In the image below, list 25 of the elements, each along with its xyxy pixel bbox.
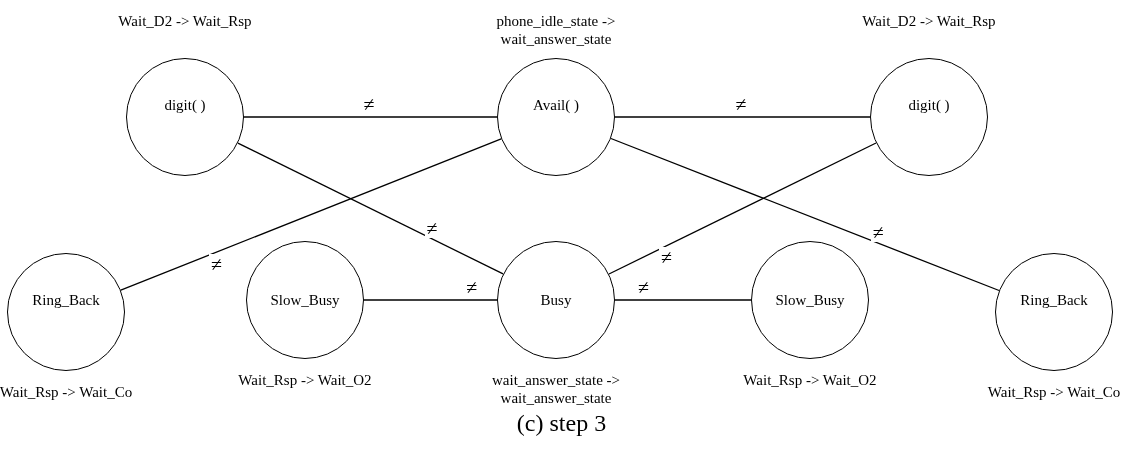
state-label: Ring_Back bbox=[1020, 291, 1088, 309]
connector-line bbox=[610, 137, 1000, 292]
state-label: Slow_Busy bbox=[270, 291, 340, 309]
caption: (c) step 3 bbox=[515, 410, 608, 437]
state-label: Ring_Back bbox=[32, 291, 100, 309]
connector-line bbox=[120, 138, 502, 291]
connector-line bbox=[363, 299, 498, 301]
connector-line bbox=[243, 116, 498, 118]
transition-note: Wait_Rsp -> Wait_Co bbox=[986, 383, 1122, 401]
transition-note: Wait_Rsp -> Wait_O2 bbox=[237, 371, 373, 389]
connector-line bbox=[614, 299, 752, 301]
state-label: digit( ) bbox=[164, 96, 206, 114]
transition-note: Wait_D2 -> Wait_Rsp bbox=[117, 12, 253, 30]
state-label: Busy bbox=[540, 291, 572, 309]
connector-line bbox=[614, 116, 871, 118]
state-label: digit( ) bbox=[908, 96, 950, 114]
transition-note: Wait_Rsp -> Wait_O2 bbox=[742, 371, 878, 389]
transition-note: Wait_Rsp -> Wait_Co bbox=[0, 383, 134, 401]
transition-note: Wait_D2 -> Wait_Rsp bbox=[861, 12, 997, 30]
state-label: Slow_Busy bbox=[775, 291, 845, 309]
transition-note: wait_answer_state -> wait_answer_state bbox=[491, 371, 621, 407]
state-label: Avail( ) bbox=[533, 96, 579, 114]
connector-line bbox=[237, 142, 504, 275]
transition-note: phone_idle_state -> wait_answer_state bbox=[495, 12, 617, 48]
connector-line bbox=[608, 142, 877, 275]
